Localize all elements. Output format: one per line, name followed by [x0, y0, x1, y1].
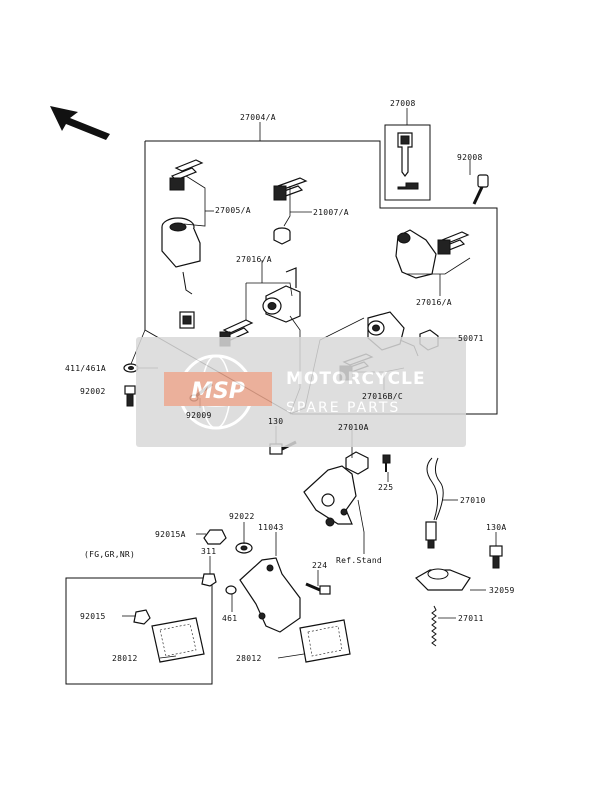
- washer-461: [225, 585, 237, 595]
- ignition-switch: [161, 217, 201, 329]
- bracket-11043: [239, 557, 301, 633]
- bolt-224: [305, 582, 331, 595]
- label-11043: 11043: [258, 523, 284, 532]
- bolt-130a: [489, 545, 503, 569]
- label-92008: 92008: [457, 153, 483, 162]
- label-28012-right: 28012: [236, 654, 262, 663]
- label-130: 130: [268, 417, 283, 426]
- part-labels: 27004/A 27008 92008 27005/A 21007/A 2701…: [65, 99, 515, 663]
- watermark-line1: MOTORCYCLE: [286, 369, 426, 389]
- watermark-line2: SPARE PARTS: [286, 400, 400, 416]
- label-27008: 27008: [390, 99, 416, 108]
- side-stand-switch: [303, 451, 391, 527]
- washer-411: [123, 363, 139, 373]
- label-21007: 21007/A: [313, 208, 349, 217]
- label-311: 311: [201, 547, 216, 556]
- nut-92015a: [203, 529, 227, 545]
- front-arrow-icon: [50, 106, 110, 140]
- seat-lock-left: [219, 267, 301, 347]
- label-27011: 27011: [458, 614, 484, 623]
- watermark-badge: [164, 372, 272, 406]
- label-27004: 27004/A: [240, 113, 276, 122]
- label-32059: 32059: [489, 586, 515, 595]
- label-ref-stand: Ref.Stand: [336, 556, 382, 565]
- helmet-lock-right: [395, 229, 470, 279]
- switch-harness: [425, 457, 444, 549]
- label-225: 225: [378, 483, 393, 492]
- nut-311: [201, 573, 217, 587]
- washer-92022: [235, 542, 253, 554]
- label-411: 411/461A: [65, 364, 106, 373]
- label-92015: 92015: [80, 612, 106, 621]
- watermark: MSP MOTORCYCLE SPARE PARTS: [136, 337, 466, 447]
- label-27010: 27010: [460, 496, 486, 505]
- keys-21007: [273, 177, 308, 245]
- watermark-logo: MSP: [191, 379, 245, 404]
- label-27016-right: 27016/A: [416, 298, 452, 307]
- label-region: (FG,GR,NR): [84, 550, 135, 559]
- label-130a: 130A: [486, 523, 506, 532]
- region-box: [65, 577, 213, 685]
- label-28012-left: 28012: [112, 654, 138, 663]
- ignition-keys: [169, 159, 204, 191]
- bolt-92008: [472, 174, 489, 205]
- label-92009: 92009: [186, 411, 212, 420]
- label-27005: 27005/A: [215, 206, 251, 215]
- bracket-32059: [415, 568, 471, 591]
- label-92022: 92022: [229, 512, 255, 521]
- reflector-28012: [299, 619, 351, 663]
- label-27016bc: 27016B/C: [362, 392, 403, 401]
- label-224: 224: [312, 561, 327, 570]
- label-27016-left: 27016/A: [236, 255, 272, 264]
- label-50071: 50071: [458, 334, 484, 343]
- spring-27011: [431, 605, 437, 647]
- label-92002: 92002: [80, 387, 106, 396]
- spare-key-box: [384, 124, 431, 201]
- label-461: 461: [222, 614, 237, 623]
- label-92015a: 92015A: [155, 530, 186, 539]
- label-27010a: 27010A: [338, 423, 369, 432]
- bolt-92002: [124, 385, 136, 407]
